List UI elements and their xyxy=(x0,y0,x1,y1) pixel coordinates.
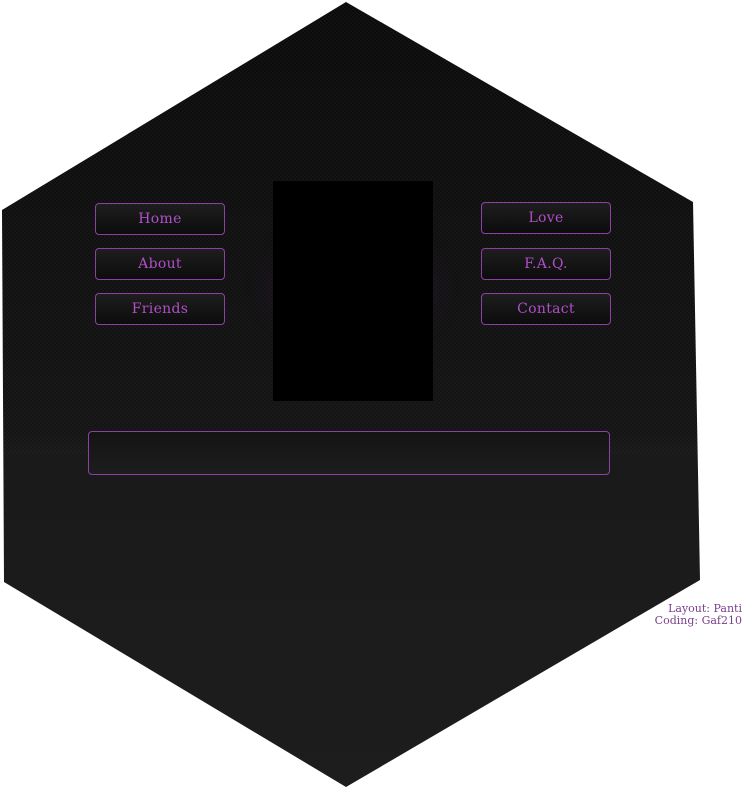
nav-button-friends[interactable]: Friends xyxy=(95,293,225,325)
credit-coding: Coding: Gaf210 xyxy=(654,614,742,627)
image-placeholder xyxy=(273,181,433,401)
credits: Layout: Panti Coding: Gaf210 xyxy=(655,603,742,627)
nav-button-faq[interactable]: F.A.Q. xyxy=(481,248,611,280)
credit-layout: Layout: Panti xyxy=(668,602,742,615)
content-bar xyxy=(88,431,610,475)
nav-button-contact[interactable]: Contact xyxy=(481,293,611,325)
nav-button-home[interactable]: Home xyxy=(95,203,225,235)
nav-button-love[interactable]: Love xyxy=(481,202,611,234)
nav-button-about[interactable]: About xyxy=(95,248,225,280)
